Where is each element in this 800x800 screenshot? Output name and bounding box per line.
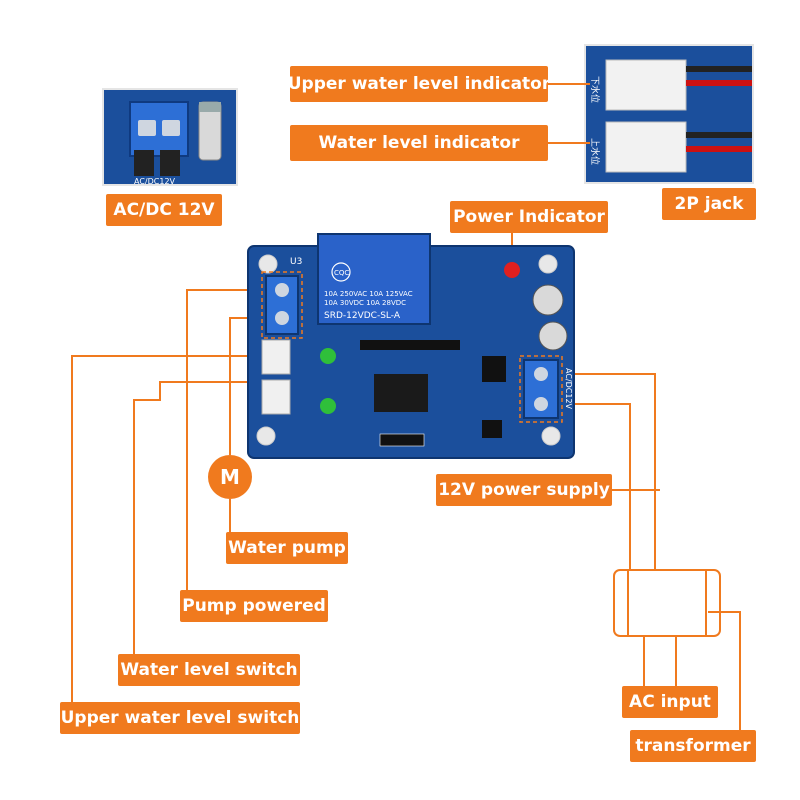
relay-rating-2: 10A 30VDC 10A 28VDC [324,299,406,307]
label-pump-powered: Pump powered [180,590,328,622]
jack-silk-1: 下水位 [589,76,601,103]
label-12v-power-supply: 12V power supply [436,474,612,506]
label-2p-jack: 2P jack [662,188,756,220]
relay-model: SRD-12VDC-SL-A [324,311,401,321]
connector-lines [71,83,741,740]
jack-photo: 下水位 上水位 [584,44,754,184]
label-water-level-indicator: Water level indicator [290,125,548,161]
label-acdc-12v: AC/DC 12V [106,194,222,226]
relay-rating-1: 10A 250VAC 10A 125VAC [324,290,413,298]
green-led-2 [320,398,336,414]
ic-chip [374,374,428,412]
jack-upper [261,339,291,375]
jack-silk-2: 上水位 [589,138,601,165]
jack-drawing: 下水位 上水位 [586,46,752,182]
label-water-pump: Water pump [226,532,348,564]
label-water-level-switch: Water level switch [118,654,300,686]
green-led-1 [320,348,336,364]
motor-symbol: M [208,455,252,499]
label-upper-water-level-switch: Upper water level switch [60,702,300,734]
label-transformer: transformer [630,730,756,762]
acdc-terminal-photo: AC/DC12V [102,88,238,186]
jack-lower [261,379,291,415]
red-power-led [504,262,520,278]
label-upper-water-level-indicator: Upper water level indicator [288,66,550,102]
u3-silk: U3 [290,257,302,267]
acdc-terminal-drawing: AC/DC12V [104,90,236,186]
pcb-board: CQC 10A 250VAC 10A 125VAC 10A 30VDC 10A … [247,233,575,459]
label-power-indicator: Power Indicator [450,201,608,233]
relay [317,233,431,325]
label-ac-input: AC input [622,686,718,718]
relay-brand: CQC [334,269,349,277]
inset-silk-text: AC/DC12V [134,177,176,186]
acdc-silk: AC/DC12V [564,368,573,410]
